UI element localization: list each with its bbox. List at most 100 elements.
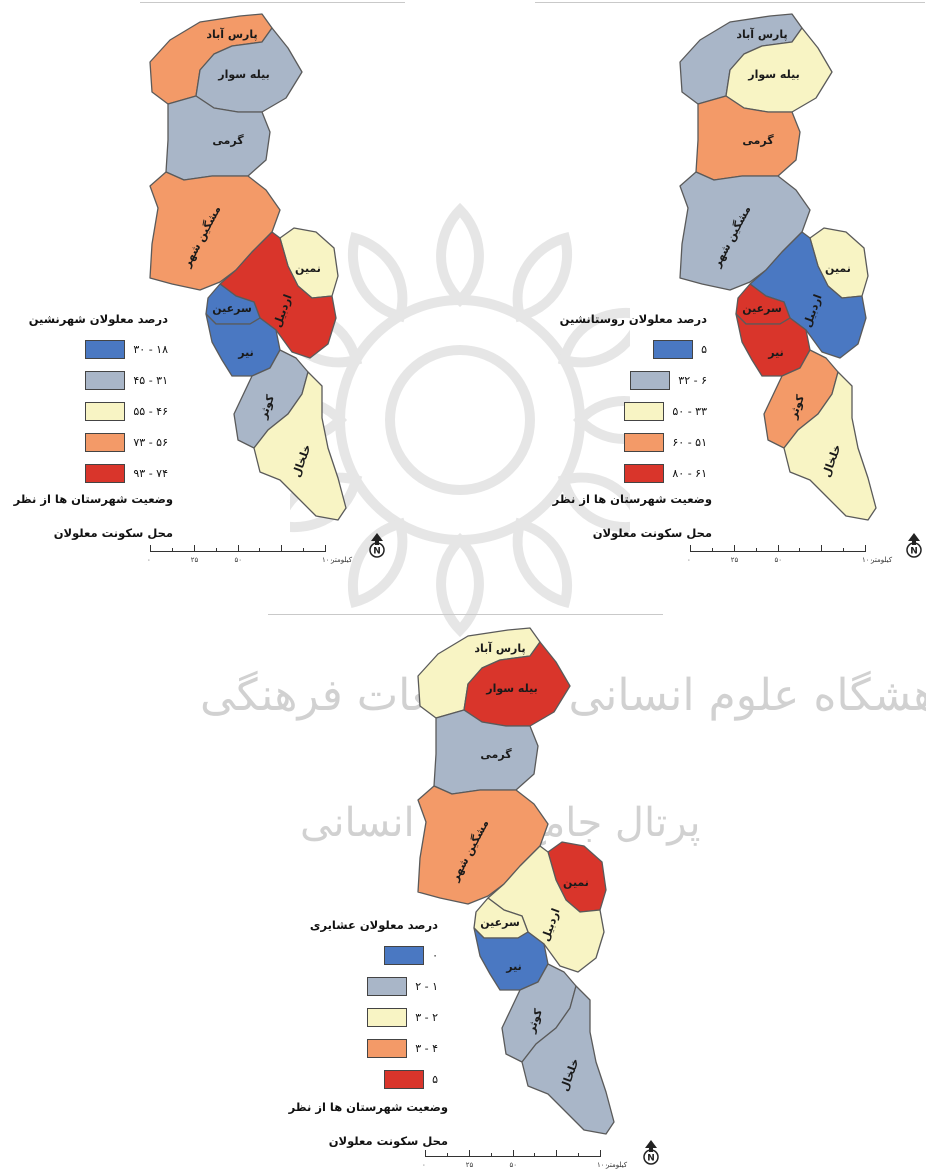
legend-swatch: [384, 1070, 425, 1089]
scale-tick: [303, 548, 305, 552]
scale-tick-label: ۲۵: [465, 1161, 474, 1169]
legend-range: ۷۴ - ۹۳: [133, 467, 168, 480]
north-label: N: [373, 547, 381, 557]
region-label-namin: نمین: [563, 876, 589, 889]
urban-legend-item-4: ۵۶ - ۷۳: [8, 427, 168, 458]
rural-legend-title: درصد معلولان روستانشین: [559, 312, 707, 326]
region-label-germi: گرمی: [742, 134, 774, 147]
legend-range: ۳۱ - ۴۵: [133, 374, 168, 387]
scale-tick: [281, 545, 283, 552]
scale-tick-label: ۵۰: [774, 556, 783, 564]
region-label-bilesavar: بیله سوار: [217, 68, 269, 81]
region-label-nir: نیر: [767, 346, 783, 359]
tribal-legend-item-1: ۰: [278, 940, 438, 971]
scale-tick: [215, 548, 217, 552]
scale-tick: [512, 1150, 514, 1157]
region-label-parsabad: پارس آباد: [474, 641, 525, 655]
region-label-sareyn: سرعین: [480, 916, 520, 929]
scale-tick: [865, 545, 866, 552]
legend-swatch: [85, 340, 126, 359]
scale-tick: [556, 1150, 558, 1157]
region-khalkhal: [521, 985, 615, 1135]
region-label-bilesavar: بیله سوار: [485, 682, 537, 695]
tribal-legend-title: درصد معلولان عشایری: [309, 918, 438, 932]
north-arrow-icon: N: [906, 533, 922, 558]
region-label-namin: نمین: [825, 262, 851, 275]
middle-divider: [268, 614, 663, 615]
urban-legend: درصد معلولان شهرنشین ۱۸ - ۳۰ ۳۱ - ۴۵ ۴۶ …: [8, 312, 168, 489]
legend-swatch: [85, 402, 126, 421]
region-label-parsabad: پارس آباد: [736, 27, 787, 41]
scale-unit: کیلومتر: [871, 556, 893, 564]
scale-tick-label: ۱۰۰: [322, 556, 334, 564]
region-label-bilesavar: بیله سوار: [747, 68, 799, 81]
scale-tick-label: ۵۰: [234, 556, 243, 564]
legend-swatch: [367, 1039, 408, 1058]
top-divider-left: [140, 2, 405, 3]
legend-swatch: [653, 340, 694, 359]
legend-range: ۵: [432, 1073, 438, 1086]
rural-legend-item-4: ۵۱ - ۶۰: [547, 427, 707, 458]
scale-tick: [446, 1153, 448, 1157]
urban-legend-title: درصد معلولان شهرنشین: [28, 312, 168, 326]
region-label-parsabad: پارس آباد: [206, 27, 257, 41]
region-label-nir: نیر: [505, 960, 521, 973]
rural-legend: درصد معلولان روستانشین ۵ ۶ - ۳۲ ۳۳ - ۵۰ …: [547, 312, 707, 489]
legend-swatch: [85, 464, 126, 483]
scale-tick: [534, 1153, 536, 1157]
scale-tick: [711, 548, 713, 552]
scale-tick-label: ۱۰۰: [862, 556, 874, 564]
legend-swatch: [367, 1008, 408, 1027]
scale-unit: کیلومتر: [331, 556, 353, 564]
region-khalkhal: [783, 371, 877, 521]
legend-range: ۳۳ - ۵۰: [672, 405, 707, 418]
status-line-2: محل سکونت معلولان: [592, 526, 712, 540]
legend-range: ۲ - ۳: [415, 1011, 438, 1024]
urban-legend-item-1: ۱۸ - ۳۰: [8, 334, 168, 365]
scale-tick: [777, 545, 779, 552]
scale-tick-label: ۰: [687, 556, 691, 564]
legend-swatch: [384, 946, 425, 965]
legend-swatch: [85, 371, 126, 390]
region-label-nir: نیر: [237, 346, 253, 359]
top-divider-right: [535, 2, 925, 3]
scale-tick: [325, 545, 326, 552]
scale-tick-label: ۰: [422, 1161, 426, 1169]
scale-tick: [193, 545, 195, 552]
scale-tick: [578, 1153, 580, 1157]
status-line-1: وضعیت شهرستان ها از نظر: [13, 492, 173, 506]
scale-tick: [843, 548, 845, 552]
legend-range: ۶۱ - ۸۰: [672, 467, 707, 480]
scale-tick-label: ۲۵: [190, 556, 199, 564]
legend-swatch: [624, 464, 665, 483]
scale-tick: [690, 545, 691, 552]
legend-range: ۱ - ۲: [415, 980, 438, 993]
scale-tick-label: ۵۰: [509, 1161, 518, 1169]
rural-legend-item-1: ۵: [547, 334, 707, 365]
scale-tick-label: ۱۰۰: [597, 1161, 609, 1169]
urban-legend-item-2: ۳۱ - ۴۵: [8, 365, 168, 396]
scale-tick: [150, 545, 151, 552]
scale-tick: [733, 545, 735, 552]
tribal-legend-item-4: ۴ - ۳: [278, 1033, 438, 1064]
legend-range: ۴۶ - ۵۵: [133, 405, 168, 418]
scale-tick: [755, 548, 757, 552]
urban-legend-item-3: ۴۶ - ۵۵: [8, 396, 168, 427]
region-label-germi: گرمی: [212, 134, 244, 147]
status-line-1: وضعیت شهرستان ها از نظر: [288, 1100, 448, 1114]
north-arrow-icon: N: [643, 1140, 659, 1165]
tribal-legend-item-2: ۱ - ۲: [278, 971, 438, 1002]
rural-legend-item-2: ۶ - ۳۲: [547, 365, 707, 396]
tribal-legend-item-3: ۲ - ۳: [278, 1002, 438, 1033]
scale-tick: [821, 545, 823, 552]
legend-range: ۵۶ - ۷۳: [133, 436, 168, 449]
tribal-legend: درصد معلولان عشایری ۰ ۱ - ۲ ۲ - ۳ ۴ - ۳ …: [278, 918, 438, 1095]
region-label-germi: گرمی: [480, 748, 512, 761]
rural-legend-item-3: ۳۳ - ۵۰: [547, 396, 707, 427]
legend-range: ۵: [701, 343, 707, 356]
region-label-sareyn: سرعین: [742, 302, 782, 315]
